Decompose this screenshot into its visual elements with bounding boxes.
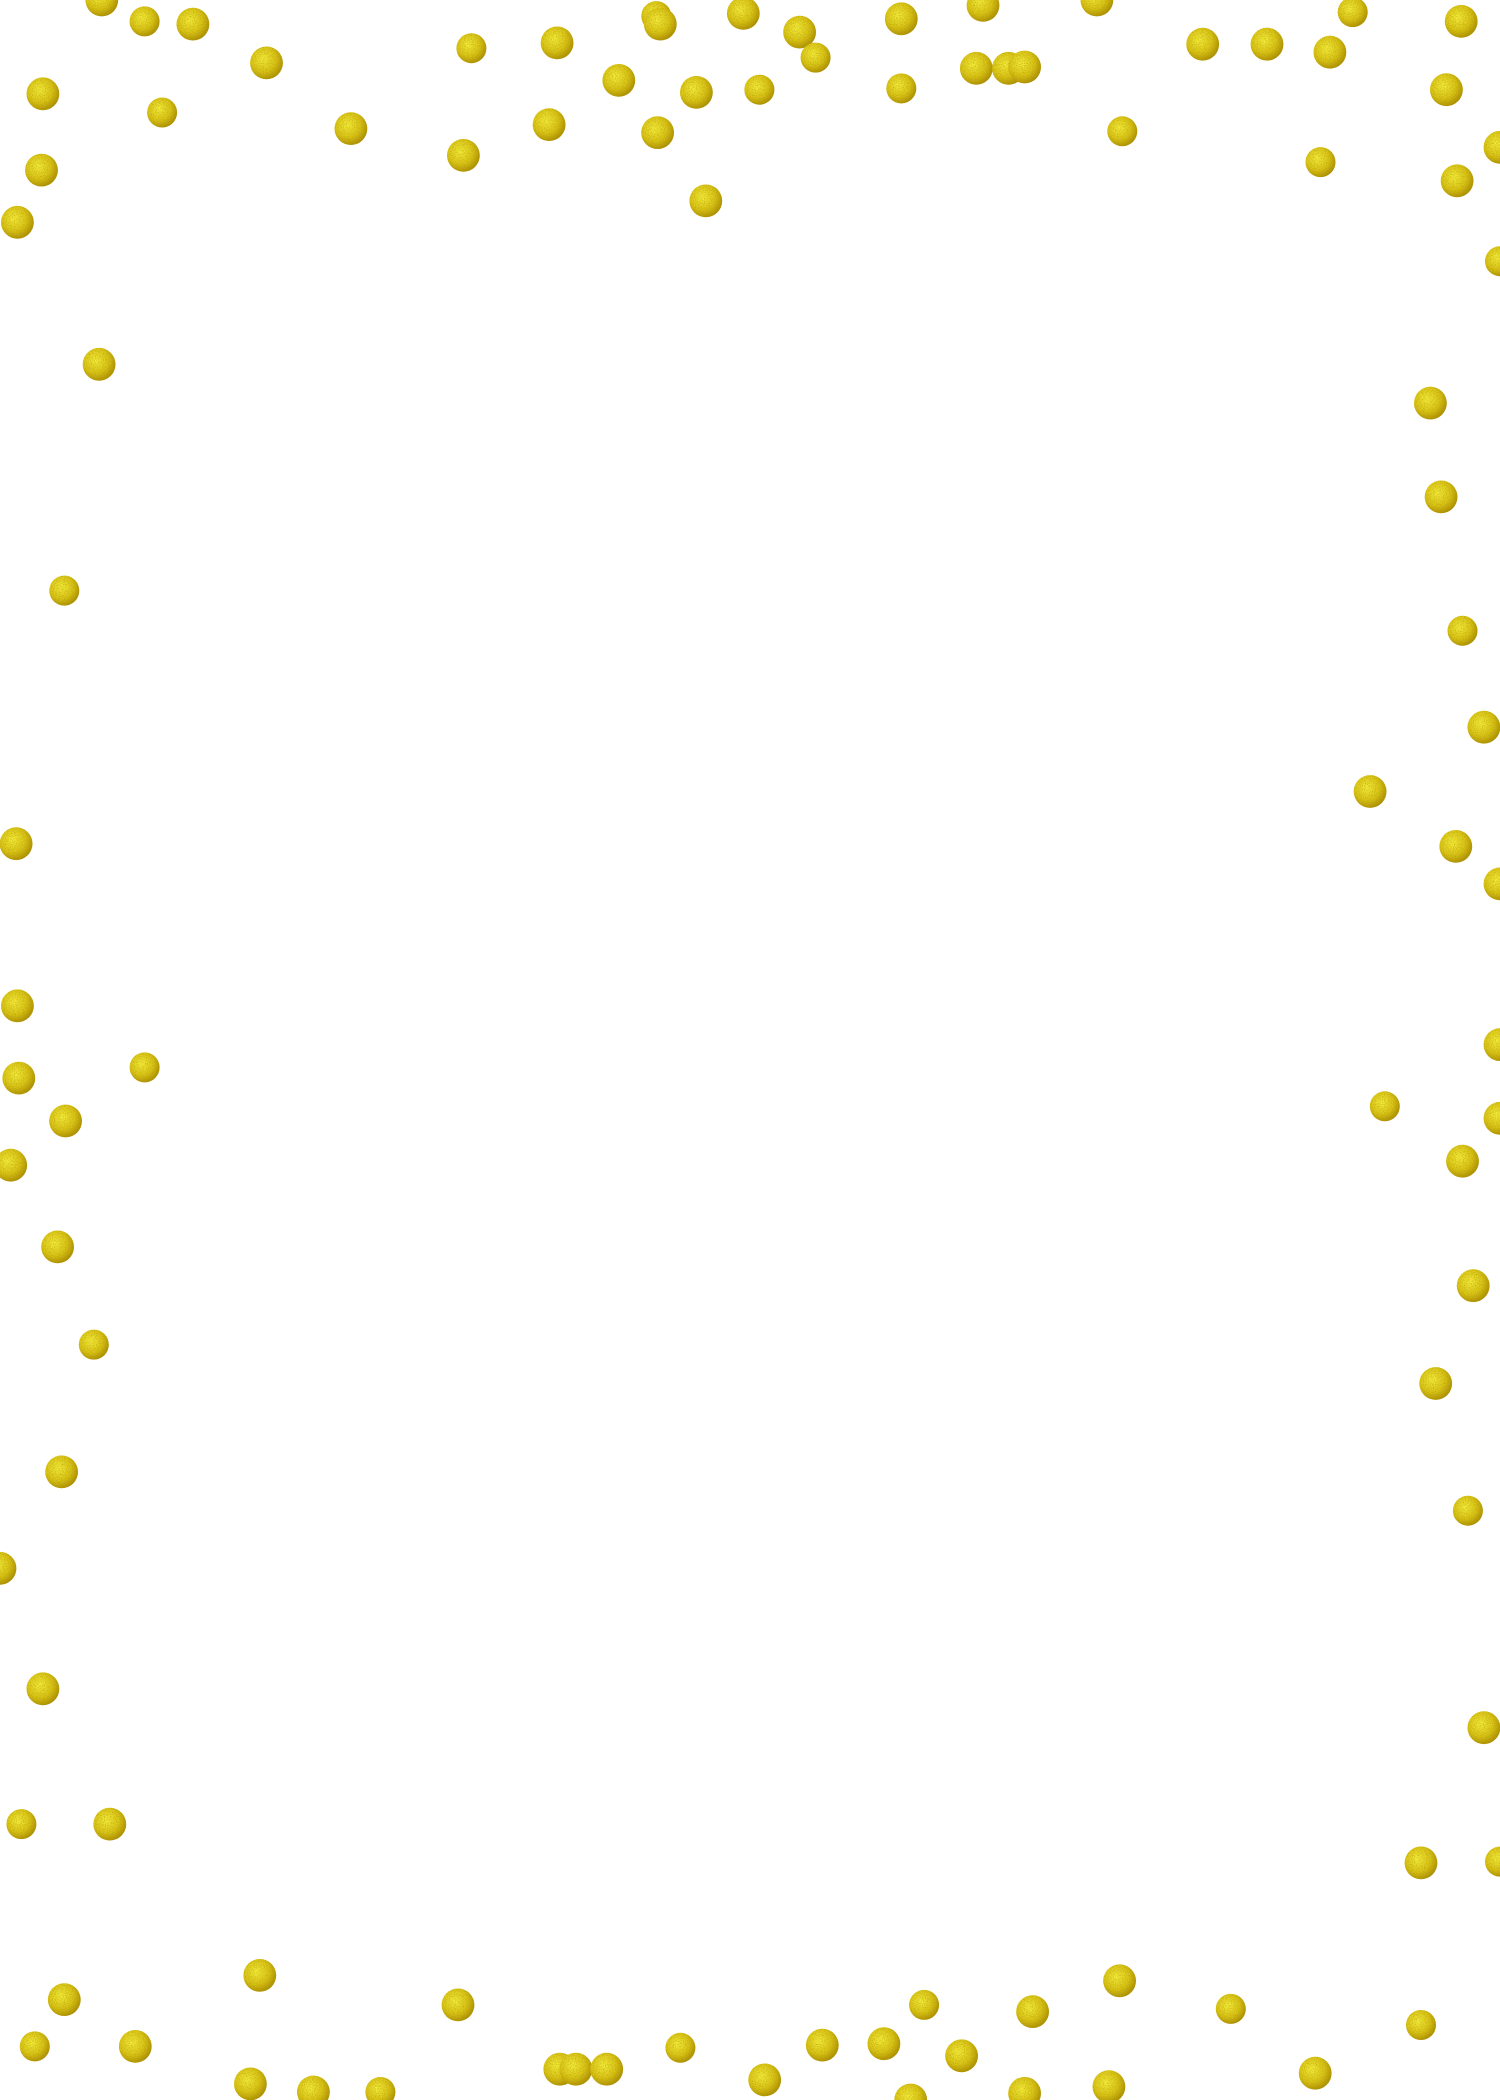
gold-confetti-dot <box>1298 2056 1332 2090</box>
gold-confetti-dot <box>49 575 80 606</box>
gold-confetti-dot <box>45 1455 78 1489</box>
gold-confetti-dot <box>559 2052 593 2086</box>
gold-confetti-dot <box>945 2039 978 2073</box>
gold-confetti-dot <box>959 51 993 85</box>
gold-confetti-dot <box>532 108 566 141</box>
gold-confetti-dot <box>665 2032 696 2063</box>
gold-confetti-dot <box>1419 1367 1453 1400</box>
gold-confetti-dot <box>1008 2076 1041 2100</box>
gold-confetti-dot <box>1250 27 1284 61</box>
gold-confetti-dot <box>1092 2070 1126 2100</box>
gold-confetti-dot <box>1447 615 1478 646</box>
gold-confetti-dot <box>1 989 34 1023</box>
gold-confetti-dot <box>1107 116 1138 147</box>
gold-confetti-dot <box>783 15 816 49</box>
gold-confetti-dot <box>19 2031 50 2062</box>
gold-confetti-dot <box>1444 5 1478 38</box>
gold-confetti-dot <box>1 205 34 239</box>
gold-confetti-dot <box>1439 830 1473 863</box>
gold-confetti-dot <box>1103 1964 1136 1998</box>
gold-confetti-dot <box>1456 1269 1490 1303</box>
gold-confetti-dot <box>1467 1711 1500 1745</box>
gold-confetti-dot <box>1008 50 1041 84</box>
gold-confetti-dot <box>1452 1495 1483 1526</box>
gold-confetti-dot <box>886 73 917 104</box>
gold-confetti-dot <box>250 46 283 80</box>
gold-confetti-dot <box>447 139 480 172</box>
gold-confetti-dot <box>867 2027 901 2061</box>
gold-confetti-dot <box>47 1983 81 2016</box>
gold-confetti-dot <box>689 184 723 218</box>
gold-confetti-dot <box>1186 27 1220 61</box>
gold-confetti-dot <box>0 1551 17 1585</box>
gold-confetti-dot <box>1483 130 1500 164</box>
gold-confetti-dot <box>641 116 674 149</box>
gold-confetti-dot <box>25 153 58 187</box>
gold-confetti-dot <box>1483 867 1500 901</box>
gold-confetti-dot <box>456 33 487 64</box>
gold-confetti-dot <box>748 2063 782 2097</box>
gold-confetti-dot <box>1215 1993 1246 2024</box>
gold-confetti-dot <box>1483 1101 1500 1135</box>
gold-confetti-dot <box>1483 1028 1500 1061</box>
gold-confetti-dot <box>118 2030 152 2063</box>
gold-confetti-dot <box>909 1989 940 2020</box>
gold-confetti-dot <box>1414 386 1447 420</box>
gold-confetti-dot <box>805 2028 839 2062</box>
gold-confetti-dot <box>1430 73 1463 107</box>
gold-confetti-dot <box>1313 35 1347 69</box>
gold-confetti-dot <box>365 2077 396 2100</box>
gold-confetti-dot <box>1440 164 1474 198</box>
gold-confetti-dot <box>234 2067 267 2100</box>
gold-confetti-dot <box>41 1230 74 1264</box>
gold-confetti-dot <box>78 1329 109 1360</box>
gold-confetti-dot <box>1353 775 1387 808</box>
gold-confetti-dot <box>1406 2010 1436 2040</box>
gold-confetti-dot <box>540 26 574 60</box>
gold-confetti-dot <box>26 77 60 111</box>
gold-confetti-dot <box>147 97 178 128</box>
gold-confetti-dot <box>680 76 713 109</box>
gold-confetti-dot <box>82 347 116 381</box>
gold-confetti-dot <box>894 2083 928 2100</box>
gold-confetti-dot <box>129 1052 160 1083</box>
gold-confetti-dot <box>726 0 760 30</box>
gold-confetti-dot <box>6 1809 37 1840</box>
gold-confetti-dot <box>2 1061 36 1095</box>
gold-confetti-dot <box>1080 0 1114 17</box>
gold-confetti-dot <box>0 827 33 861</box>
gold-confetti-dot <box>176 7 210 41</box>
gold-confetti-dot <box>1369 1091 1400 1122</box>
gold-confetti-dot <box>643 7 677 41</box>
gold-confetti-dot <box>590 2052 624 2086</box>
gold-confetti-dot <box>744 74 775 105</box>
gold-confetti-dot <box>1337 0 1368 28</box>
gold-confetti-dot <box>93 1807 127 1841</box>
gold-confetti-dot <box>1305 147 1336 178</box>
gold-confetti-dot <box>1016 1995 1049 2028</box>
gold-confetti-dot <box>0 1148 28 1182</box>
gold-confetti-dot <box>85 0 119 17</box>
gold-confetti-dot <box>966 0 1000 22</box>
gold-confetti-dot <box>334 112 368 145</box>
gold-confetti-dot <box>297 2075 330 2100</box>
gold-confetti-dot <box>26 1672 60 1706</box>
gold-confetti-dot <box>884 2 918 36</box>
gold-confetti-dot <box>441 1988 475 2022</box>
gold-confetti-dot <box>1485 246 1500 277</box>
gold-confetti-dot <box>49 1104 82 1138</box>
gold-confetti-dot <box>243 1959 277 1992</box>
gold-confetti-dot <box>1467 710 1500 744</box>
gold-confetti-dot <box>1424 480 1458 514</box>
gold-confetti-dot <box>602 64 636 97</box>
gold-confetti-dot <box>129 6 160 37</box>
gold-confetti-dot <box>1446 1144 1479 1178</box>
gold-confetti-dot <box>1485 1846 1500 1877</box>
gold-confetti-dot <box>800 42 831 73</box>
gold-confetti-dot <box>1404 1846 1438 1880</box>
